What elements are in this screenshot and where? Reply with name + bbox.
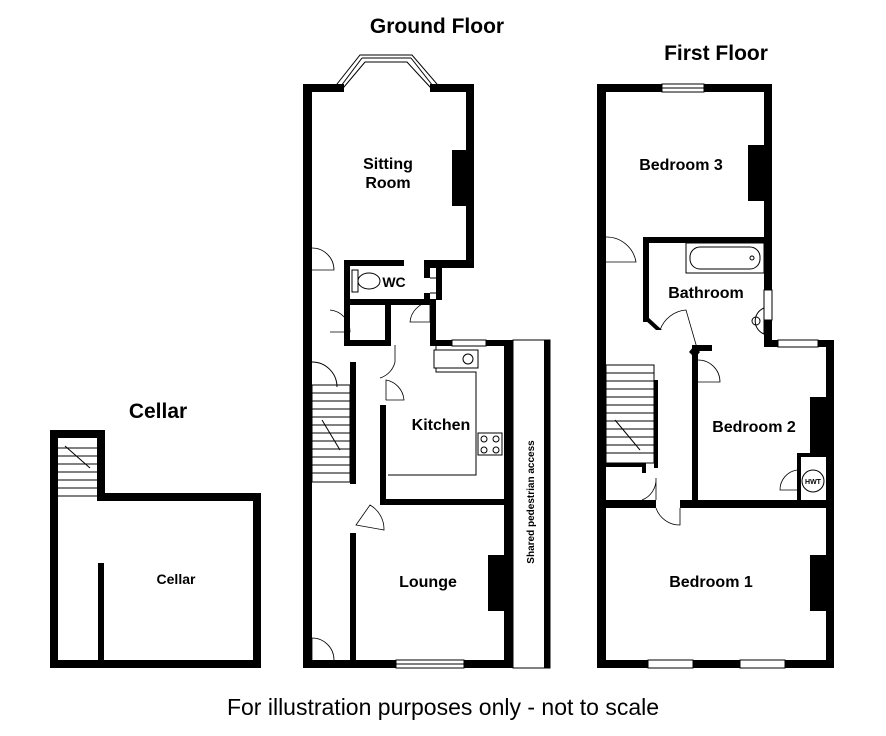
cellar-room-label: Cellar [157,571,196,587]
hwt-label: HWT [805,479,822,486]
bedroom-2-label: Bedroom 2 [712,419,796,436]
ground-floor-plan: WC [303,54,551,669]
disclaimer-text: For illustration purposes only - not to … [227,694,659,720]
kitchen-label: Kitchen [412,417,471,434]
first-floor-title: First Floor [664,42,768,65]
first-floor-plan: HWT Bedroom 3 Bathroom Bedroom 2 Bedroom… [597,83,834,669]
ground-floor-title: Ground Floor [370,15,504,38]
wc-toilet-icon [351,269,381,293]
sitting-room-label-line1: Sitting [363,156,413,173]
cellar-stairs [58,445,97,497]
hall-door-arc [311,247,335,271]
ground-stairs [311,361,351,483]
bedroom-3-label: Bedroom 3 [639,157,723,174]
basin-icon [751,307,765,335]
bathroom-label: Bathroom [668,285,744,302]
bay-window [336,54,438,88]
lounge-label: Lounge [399,574,457,591]
first-floor-stairs [605,364,655,464]
bath-icon [685,242,765,274]
front-door-arc [311,637,335,661]
sitting-room-label-line2: Room [365,175,410,192]
cellar-plan: Cellar [50,430,261,668]
bedroom-1-label: Bedroom 1 [669,574,753,591]
wc-label: WC [382,274,405,290]
kitchen-units [388,346,503,476]
shared-access-label: Shared pedestrian access [526,440,537,564]
hwt-cupboard: HWT [779,453,827,505]
cellar-title: Cellar [129,400,187,423]
